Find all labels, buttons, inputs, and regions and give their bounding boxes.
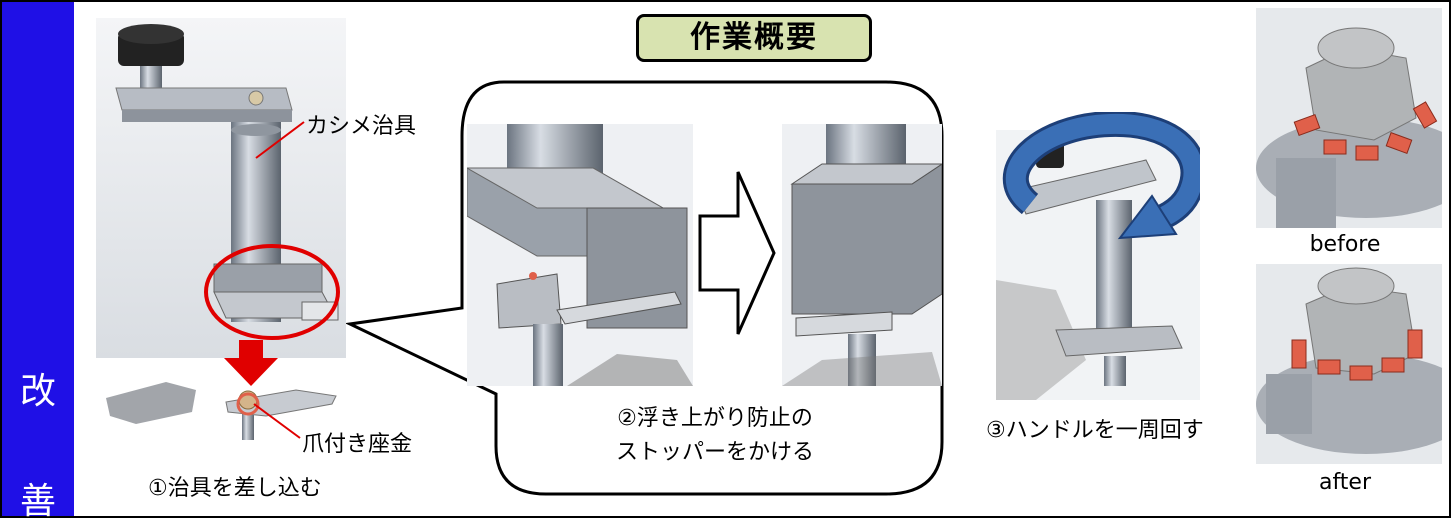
label-step2-line1: ②浮き上がり防止の [617, 406, 813, 431]
label-step2-line2: ストッパーをかける [615, 440, 814, 465]
label-claw-washer: 爪付き座金 [302, 432, 413, 457]
side-label-top: 改 [19, 371, 56, 412]
side-label-bottom: 善 [19, 481, 56, 522]
label-before: before [1309, 232, 1381, 257]
jig-illustration [96, 18, 346, 458]
rotate-arrow-icon [1002, 112, 1200, 240]
transition-arrow-icon [698, 171, 776, 335]
label-kashime-jig: カシメ治具 [306, 114, 417, 139]
label-after: after [1318, 470, 1372, 495]
label-step1: ①治具を差し込む [148, 476, 322, 501]
before-image [1256, 8, 1451, 228]
stopper-before-image [465, 124, 693, 386]
rotate-handle-image [996, 130, 1200, 400]
stopper-after-image [782, 124, 944, 386]
after-image [1256, 264, 1451, 464]
label-step3: ③ハンドルを一周回す [986, 418, 1204, 443]
section-title: 作業概要 [636, 14, 872, 62]
side-bar: 改 善 [2, 2, 74, 522]
